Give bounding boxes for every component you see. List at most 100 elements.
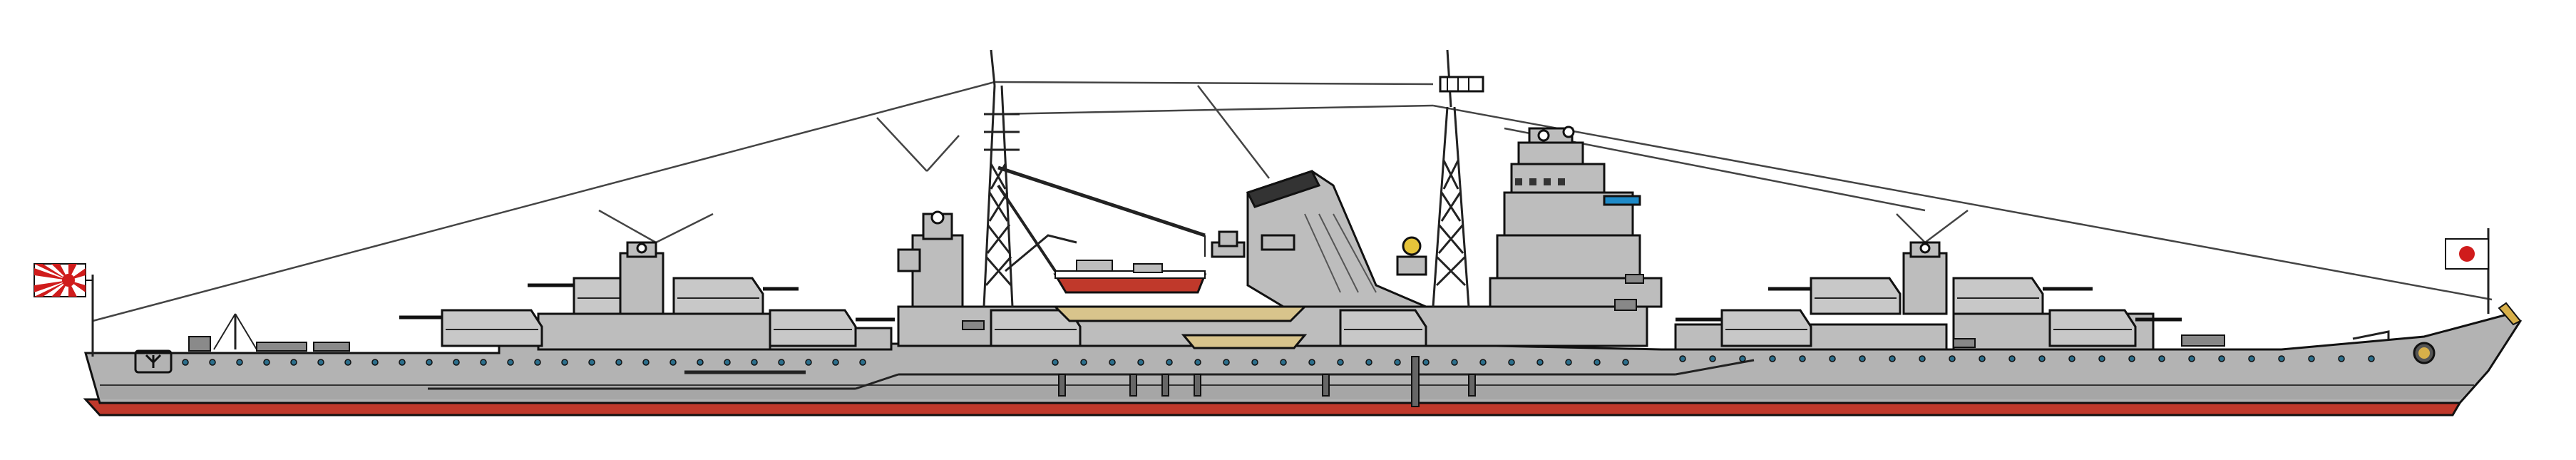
porthole bbox=[1829, 355, 1836, 362]
porthole bbox=[1194, 359, 1201, 366]
porthole bbox=[1889, 355, 1896, 362]
porthole bbox=[1052, 359, 1059, 366]
porthole bbox=[1422, 359, 1430, 366]
porthole bbox=[480, 359, 487, 366]
porthole bbox=[615, 359, 622, 366]
porthole bbox=[426, 359, 433, 366]
radar-antenna-icon bbox=[1439, 76, 1484, 93]
porthole bbox=[1337, 359, 1344, 366]
chrysanthemum-crest-icon bbox=[2418, 347, 2430, 359]
porthole bbox=[399, 359, 406, 366]
aft-crane bbox=[997, 165, 1206, 272]
porthole bbox=[182, 359, 189, 366]
porthole bbox=[1709, 355, 1716, 362]
hinomaru-jack-icon bbox=[2445, 238, 2489, 270]
porthole bbox=[1479, 359, 1487, 366]
porthole bbox=[1137, 359, 1144, 366]
funnel bbox=[1246, 170, 1427, 308]
porthole bbox=[1859, 355, 1866, 362]
porthole bbox=[1508, 359, 1515, 366]
porthole bbox=[642, 359, 650, 366]
porthole bbox=[832, 359, 839, 366]
aa-guns bbox=[962, 274, 2225, 348]
porthole bbox=[1451, 359, 1458, 366]
aft-mast bbox=[982, 49, 1020, 307]
aft-turret-6 bbox=[769, 309, 895, 347]
bridge-tower bbox=[1489, 126, 1663, 308]
porthole bbox=[2158, 355, 2165, 362]
porthole bbox=[2278, 355, 2285, 362]
aft-control-tower bbox=[897, 210, 964, 308]
porthole bbox=[1109, 359, 1116, 366]
porthole bbox=[1280, 359, 1287, 366]
porthole bbox=[1594, 359, 1601, 366]
mid-turret-2 bbox=[1339, 309, 1427, 347]
porthole bbox=[2308, 355, 2315, 362]
porthole bbox=[1536, 359, 1544, 366]
porthole bbox=[588, 359, 595, 366]
porthole bbox=[1769, 355, 1776, 362]
porthole bbox=[2338, 355, 2345, 362]
aft-turret-3 bbox=[399, 309, 543, 347]
fwd-director-tower bbox=[1902, 241, 1948, 315]
fwd-turret-b bbox=[1768, 277, 1902, 315]
porthole bbox=[209, 359, 216, 366]
porthole bbox=[2188, 355, 2195, 362]
porthole bbox=[1949, 355, 1956, 362]
porthole bbox=[1365, 359, 1372, 366]
porthole bbox=[778, 359, 785, 366]
fwd-turret-a bbox=[1676, 309, 1812, 347]
porthole bbox=[1223, 359, 1230, 366]
porthole bbox=[1394, 359, 1401, 366]
porthole bbox=[805, 359, 812, 366]
boats bbox=[1052, 260, 1308, 349]
fwd-turret-c bbox=[1952, 277, 2093, 315]
porthole bbox=[1565, 359, 1572, 366]
porthole bbox=[669, 359, 677, 366]
porthole bbox=[2128, 355, 2135, 362]
searchlight-platforms bbox=[1211, 230, 1427, 276]
porthole bbox=[2008, 355, 2016, 362]
porthole bbox=[2068, 355, 2075, 362]
porthole bbox=[2218, 355, 2225, 362]
porthole bbox=[1979, 355, 1986, 362]
rigging-lines bbox=[92, 81, 2493, 322]
stern-fittings bbox=[91, 275, 350, 357]
porthole bbox=[317, 359, 324, 366]
porthole bbox=[290, 359, 297, 366]
porthole bbox=[1799, 355, 1806, 362]
porthole bbox=[534, 359, 541, 366]
porthole bbox=[1679, 355, 1686, 362]
aft-turret-5 bbox=[672, 277, 799, 315]
mid-turret-1 bbox=[990, 309, 1082, 347]
porthole bbox=[2038, 355, 2046, 362]
fwd-turret-d bbox=[2048, 309, 2182, 347]
porthole bbox=[1622, 359, 1629, 366]
porthole bbox=[371, 359, 379, 366]
porthole bbox=[344, 359, 351, 366]
porthole bbox=[1919, 355, 1926, 362]
porthole bbox=[561, 359, 568, 366]
aft-director-tower bbox=[619, 241, 664, 315]
hull-fittings bbox=[1058, 356, 1476, 407]
porthole bbox=[263, 359, 270, 366]
porthole bbox=[724, 359, 731, 366]
porthole bbox=[1080, 359, 1087, 366]
porthole bbox=[2098, 355, 2105, 362]
rising-sun-ensign-icon bbox=[34, 263, 86, 297]
porthole bbox=[236, 359, 243, 366]
porthole bbox=[507, 359, 514, 366]
porthole bbox=[2248, 355, 2255, 362]
porthole bbox=[1166, 359, 1173, 366]
porthole bbox=[859, 359, 866, 366]
bridge-windows bbox=[1515, 178, 1565, 185]
portholes bbox=[182, 355, 2375, 366]
porthole bbox=[1308, 359, 1315, 366]
porthole bbox=[453, 359, 460, 366]
porthole bbox=[751, 359, 758, 366]
porthole bbox=[2368, 355, 2375, 362]
hull bbox=[83, 312, 2523, 416]
porthole bbox=[697, 359, 704, 366]
